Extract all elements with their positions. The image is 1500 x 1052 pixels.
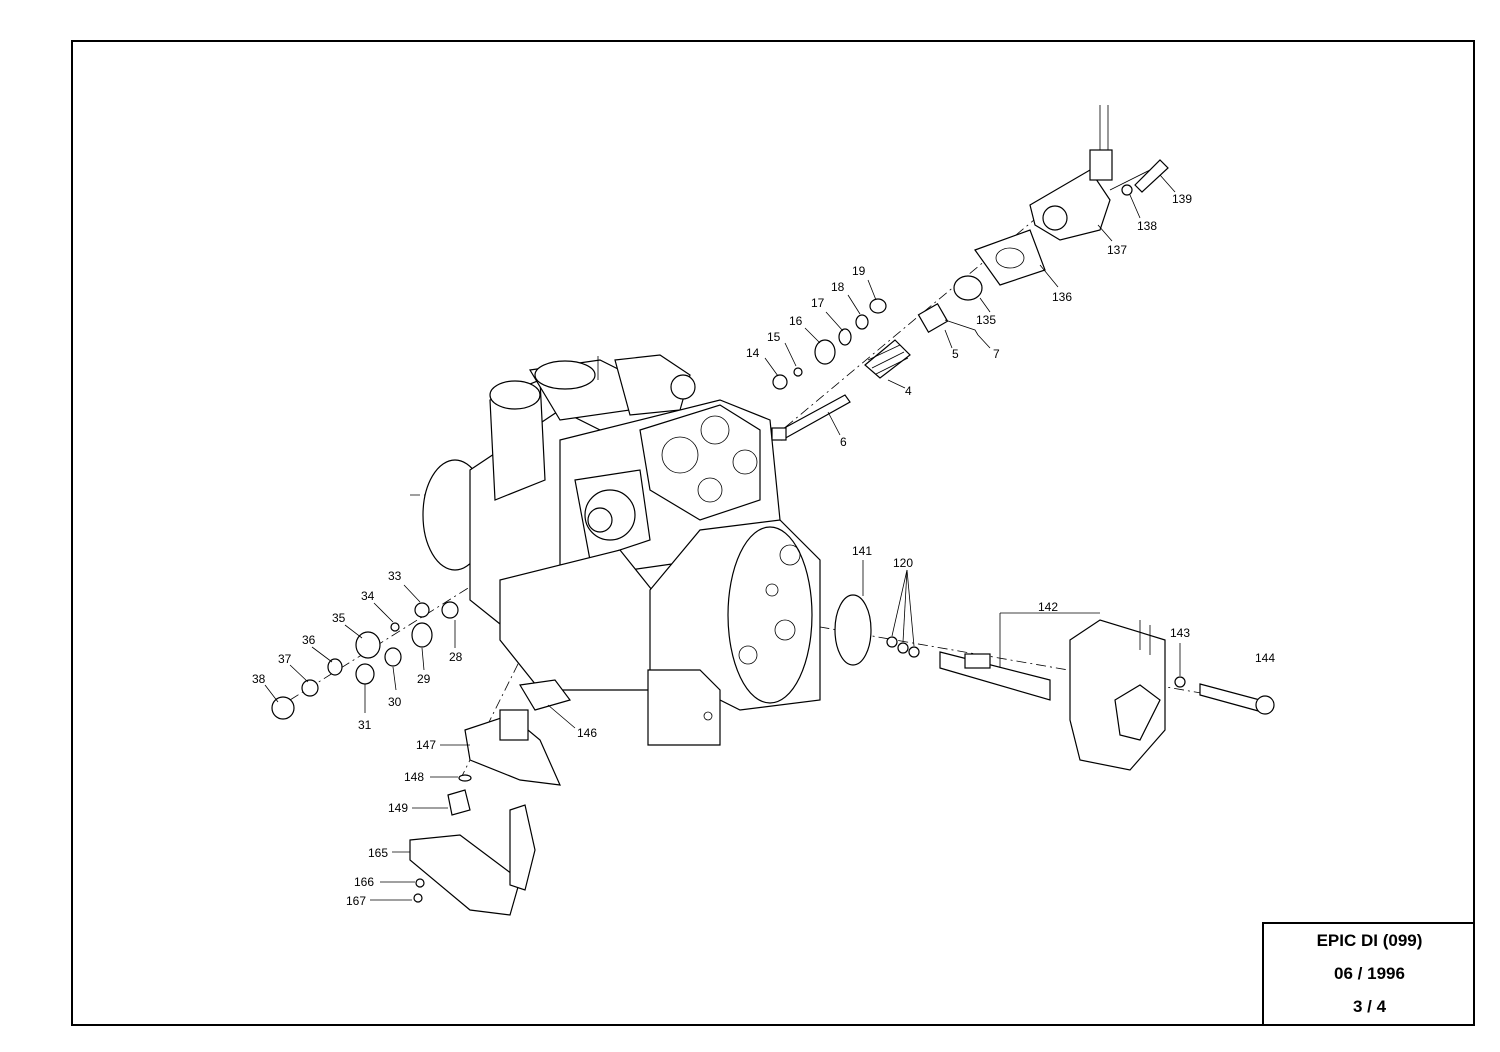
callout-label: 29 [417, 672, 431, 686]
sheet-number: 3 / 4 [1352, 997, 1387, 1016]
callout-label: 166 [354, 875, 374, 889]
callout-label: 19 [852, 264, 866, 278]
bottom-parts [409, 679, 572, 916]
callout-label: 28 [449, 650, 463, 664]
callout-label: 34 [361, 589, 375, 603]
callout-label: 141 [852, 544, 872, 558]
callout-label: 7 [993, 347, 1000, 361]
callout-label: 6 [840, 435, 847, 449]
callout-label: 135 [976, 313, 996, 327]
callout-label: 144 [1255, 651, 1275, 665]
date-label: 06 / 1996 [1334, 964, 1405, 983]
callout-labels: 4 5 6 7 14 15 16 17 18 19 28 29 30 31 33… [252, 192, 1275, 908]
callout-label: 136 [1052, 290, 1072, 304]
centerline [769, 214, 1041, 441]
callout-label: 17 [811, 296, 825, 310]
callout-label: 147 [416, 738, 436, 752]
callout-label: 165 [368, 846, 388, 860]
callout-label: 30 [388, 695, 402, 709]
callout-label: 167 [346, 894, 366, 908]
callout-label: 14 [746, 346, 760, 360]
callout-label: 146 [577, 726, 597, 740]
callout-label: 138 [1137, 219, 1157, 233]
callout-label: 37 [278, 652, 292, 666]
leader-lines [264, 174, 1181, 901]
callout-label: 142 [1038, 600, 1058, 614]
callout-label: 143 [1170, 626, 1190, 640]
callout-label: 137 [1107, 243, 1127, 257]
lower-left-parts [271, 601, 459, 720]
upper-valve-parts [771, 105, 1169, 441]
drawing-frame [71, 40, 1475, 1026]
callout-label: 120 [893, 556, 913, 570]
callout-label: 16 [789, 314, 803, 328]
callout-label: 18 [831, 280, 845, 294]
callout-label: 33 [388, 569, 402, 583]
callout-label: 4 [905, 384, 912, 398]
right-parts [834, 594, 1275, 771]
callout-label: 148 [404, 770, 424, 784]
callout-label: 5 [952, 347, 959, 361]
callout-label: 36 [302, 633, 316, 647]
callout-label: 15 [767, 330, 781, 344]
model-label: EPIC DI (099) [1316, 931, 1423, 950]
callout-label: 149 [388, 801, 408, 815]
callout-label: 31 [358, 718, 372, 732]
callout-label: 38 [252, 672, 266, 686]
callout-label: 139 [1172, 192, 1192, 206]
title-block: EPIC DI (099) 06 / 1996 3 / 4 [1262, 922, 1475, 1026]
pump-body [422, 354, 821, 746]
callout-label: 35 [332, 611, 346, 625]
